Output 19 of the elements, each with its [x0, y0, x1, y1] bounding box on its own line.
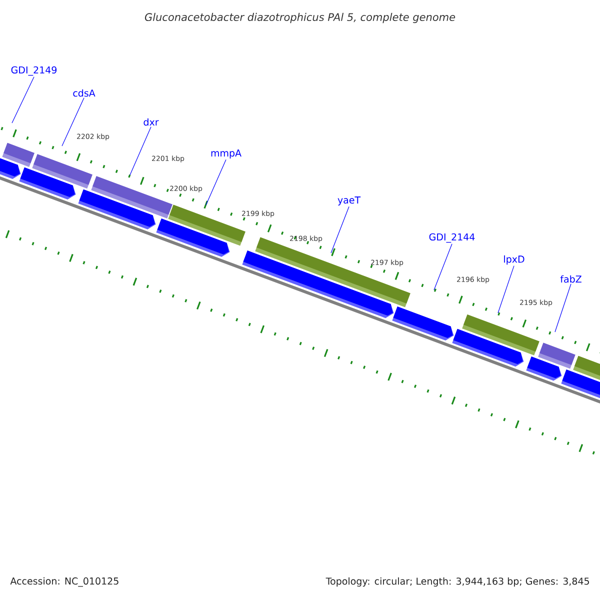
footer-text: Topology: circular; Length: 3,944,163 bp; Genes: 3,845 [326, 577, 589, 587]
gene-label: lpxD [504, 255, 524, 265]
footer-text: Accession: NC_010125 [10, 577, 118, 587]
gene-label: dxr [144, 118, 159, 126]
gene-label: mmpA [211, 150, 242, 158]
leader-line [206, 159, 226, 206]
gene-label: GDI_2144 [429, 233, 475, 243]
leader-line [554, 284, 572, 332]
gene-label: yaeT [338, 196, 361, 206]
leader-line [130, 126, 152, 176]
leader-line [498, 266, 514, 314]
gene-label: cdsA [73, 89, 96, 97]
gene-label: GDI_2149 [11, 66, 57, 76]
leader-line [62, 98, 84, 146]
leader-line [12, 76, 34, 124]
leader-line [434, 244, 452, 290]
title: Gluconacetobacter diazotrophicus PAl 5, complete genome [144, 12, 456, 24]
gene-label: fabZ [560, 275, 582, 283]
leader-line [330, 206, 350, 254]
